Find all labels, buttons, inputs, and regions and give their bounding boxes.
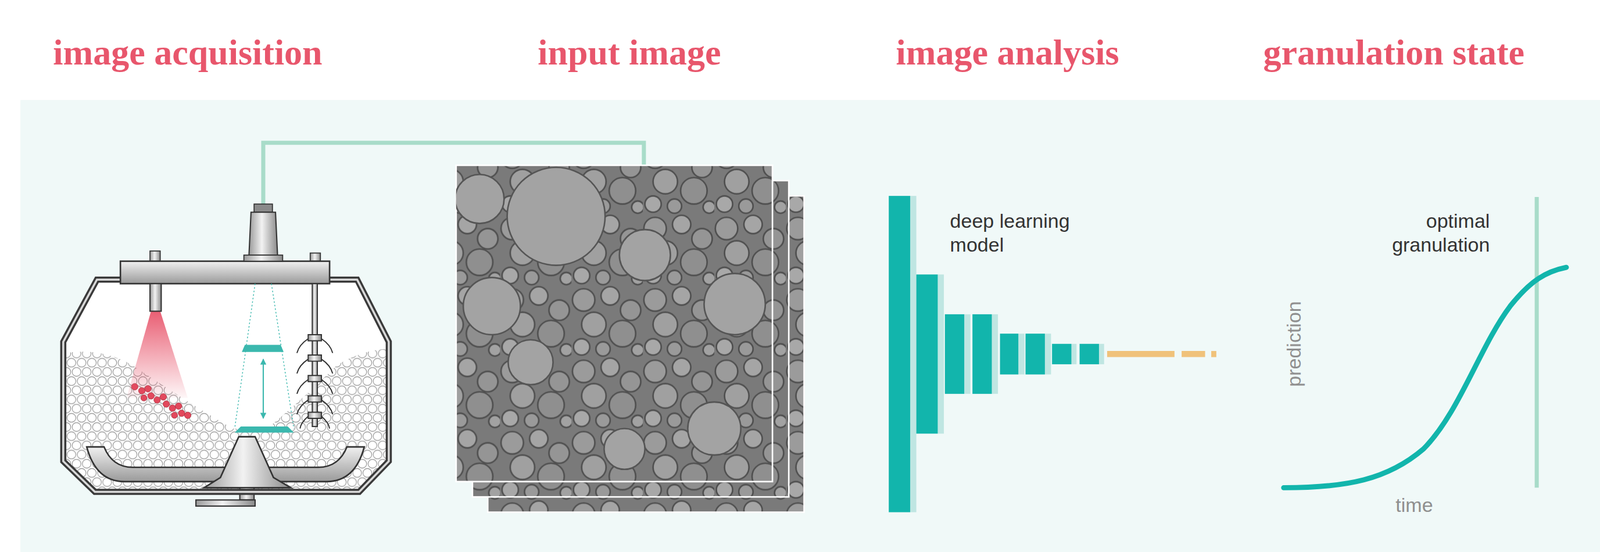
spray-nozzle	[149, 283, 161, 311]
prediction-chart	[1283, 197, 1567, 488]
image-frame	[456, 165, 773, 482]
focus-arrow	[262, 359, 264, 419]
field-of-view	[234, 283, 295, 429]
prediction-curve	[1283, 267, 1567, 488]
model-label: deep learning model	[950, 209, 1102, 257]
network-bars	[888, 195, 1217, 513]
optimum-line	[1534, 197, 1539, 488]
panel-background	[20, 99, 1600, 552]
section-heading: image analysis	[896, 30, 1120, 74]
lid	[120, 261, 330, 285]
section-heading: granulation state	[1263, 30, 1526, 74]
section-heading: image acquisition	[52, 30, 322, 74]
impeller-hub	[203, 437, 291, 489]
vessel-wall	[63, 279, 389, 492]
chopper	[296, 283, 333, 429]
vessel-wall-inner	[63, 279, 389, 492]
section-heading: input image	[537, 30, 721, 74]
camera-top	[253, 203, 273, 213]
axis-label: time	[1395, 493, 1433, 518]
focus-plane	[241, 345, 284, 353]
axis-label: prediction	[1282, 301, 1306, 387]
impeller-foot	[195, 499, 256, 507]
granulator	[56, 203, 399, 507]
powder-particles	[56, 348, 399, 500]
spray-cone	[126, 311, 188, 399]
camera-flange	[244, 255, 284, 262]
camera-body	[248, 212, 278, 256]
lid-bolt	[149, 251, 161, 262]
lid-bolt	[310, 252, 321, 261]
optimum-label: optimal granulation	[1358, 209, 1490, 257]
granule-image	[456, 167, 766, 470]
powder-bed	[56, 348, 399, 500]
input-image-stack	[455, 165, 804, 513]
focus-plane	[234, 426, 295, 433]
